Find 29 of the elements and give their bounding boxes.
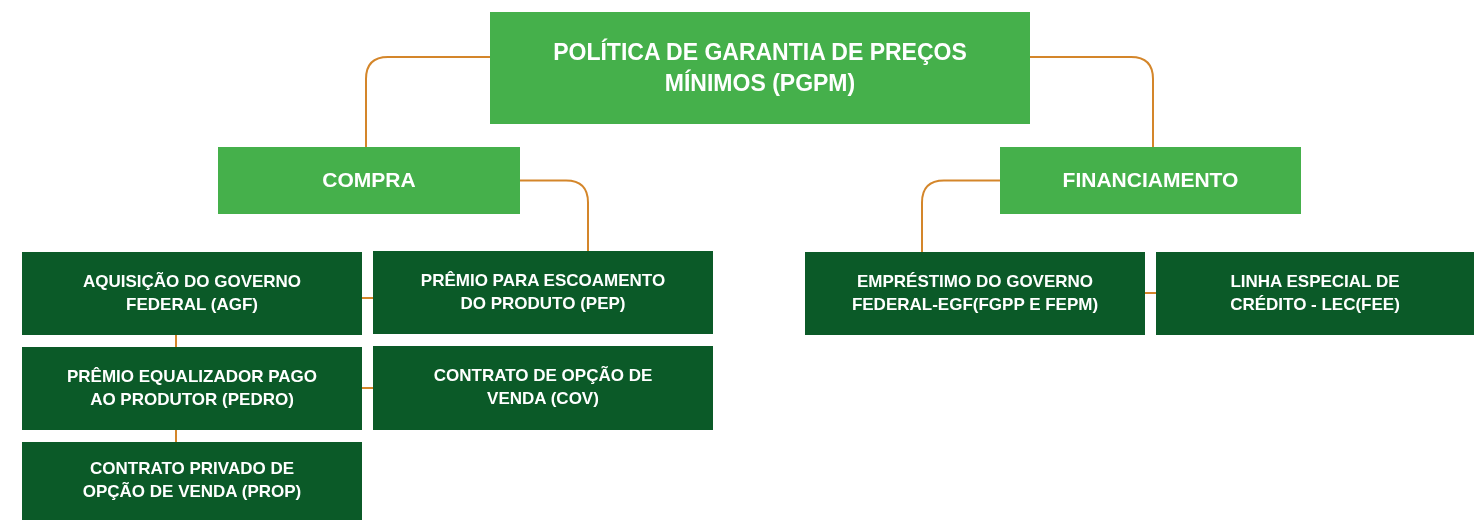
box-label: EMPRÉSTIMO DO GOVERNO FEDERAL-EGF(FGPP E FEPM) xyxy=(850,270,1100,316)
connector-line xyxy=(365,56,491,148)
connector-line xyxy=(361,297,374,299)
box-label: FINANCIAMENTO xyxy=(1062,167,1239,194)
category-box xyxy=(1156,252,1474,335)
connector-line xyxy=(519,179,589,252)
category-box xyxy=(22,347,362,430)
category-box xyxy=(490,12,1030,124)
connector-line xyxy=(1144,292,1157,294)
connector-line xyxy=(175,429,177,443)
connector-line xyxy=(361,387,374,389)
box-label: CONTRATO PRIVADO DE OPÇÃO DE VENDA (PROP) xyxy=(81,458,303,503)
category-box xyxy=(218,147,520,214)
connector-line xyxy=(175,334,177,348)
box-label: COMPRA xyxy=(322,167,416,194)
box-label: POLÍTICA DE GARANTIA DE PREÇOS MÍNIMOS (PGPM) xyxy=(552,37,968,98)
category-box xyxy=(22,252,362,335)
category-box xyxy=(373,251,713,334)
box-label: PRÊMIO EQUALIZADOR PAGO AO PRODUTOR (PEDRO) xyxy=(66,365,318,411)
box-label: PRÊMIO PARA ESCOAMENTO DO PRODUTO (PEP) xyxy=(419,269,667,315)
category-box xyxy=(1000,147,1301,214)
box-label: CONTRATO DE OPÇÃO DE VENDA (COV) xyxy=(432,365,654,410)
box-label: LINHA ESPECIAL DE CRÉDITO - LEC(FEE) xyxy=(1229,270,1401,316)
category-box xyxy=(22,442,362,520)
category-box xyxy=(373,346,713,430)
box-label: AQUISIÇÃO DO GOVERNO FEDERAL (AGF) xyxy=(81,270,303,316)
category-box xyxy=(805,252,1145,335)
connector-line xyxy=(921,179,1001,253)
connector-line xyxy=(1029,56,1154,148)
